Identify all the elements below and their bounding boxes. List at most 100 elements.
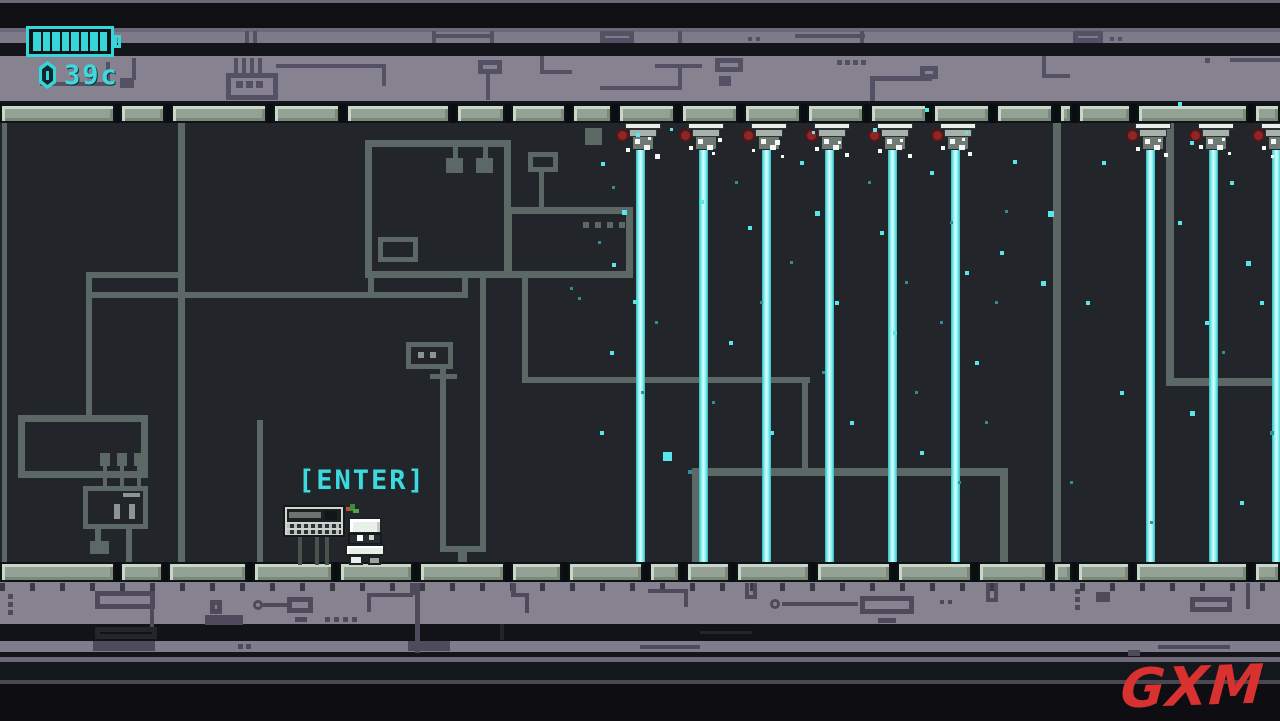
platform-tile xyxy=(1053,562,1072,582)
battery-segment xyxy=(90,32,98,51)
platform-tile xyxy=(1137,104,1248,123)
player-torso xyxy=(345,544,385,556)
particle xyxy=(908,154,912,158)
particle xyxy=(965,271,969,275)
platform-tile xyxy=(168,562,247,582)
emitter-mount xyxy=(751,123,787,129)
circuit-trace xyxy=(88,272,181,278)
particle xyxy=(800,161,804,165)
particle xyxy=(1199,145,1203,149)
circuit-trace xyxy=(440,368,446,552)
particle xyxy=(893,331,897,335)
wall-decor-shape xyxy=(753,583,757,597)
particle xyxy=(822,371,825,374)
particle xyxy=(1164,153,1168,157)
circuit-trace xyxy=(1166,123,1174,385)
particle xyxy=(930,171,934,175)
wall-decor-shape xyxy=(367,593,413,597)
floor-platforms xyxy=(0,562,1280,582)
battery-segment xyxy=(71,32,79,51)
battery-segment xyxy=(33,32,41,51)
particle xyxy=(1190,411,1195,416)
circuit-trace xyxy=(1053,123,1061,563)
player-eye xyxy=(369,535,374,540)
emitter-mount xyxy=(688,123,724,129)
laser-emitter xyxy=(805,123,853,153)
wall-decor-shape xyxy=(719,76,731,86)
wall-decor-shape xyxy=(511,593,529,597)
wall-decor-shape xyxy=(382,64,386,86)
emitter-warning-light-icon xyxy=(616,129,629,142)
platform-tile xyxy=(511,562,562,582)
emitter-warning-light-icon xyxy=(742,129,755,142)
wall-decor-shape xyxy=(1118,37,1122,41)
particle xyxy=(1205,321,1209,325)
circuit-trace xyxy=(458,552,467,564)
circuit-trace xyxy=(476,158,493,173)
laser-beam xyxy=(825,150,834,562)
terminal-leg xyxy=(325,537,329,565)
emitter-bracket xyxy=(755,129,783,137)
battery-segment xyxy=(80,32,88,51)
particle xyxy=(920,451,924,455)
emitter-spark xyxy=(1208,139,1213,144)
particle xyxy=(1158,139,1161,142)
wall-decor-shape xyxy=(478,60,502,74)
laser-beam xyxy=(636,150,645,562)
circuit-trace xyxy=(692,468,700,565)
emitter-spark xyxy=(824,139,829,144)
wall-decor-shape xyxy=(486,74,490,100)
circuit-trace xyxy=(134,453,144,466)
floor-wall-line xyxy=(0,657,1280,662)
wall-decor-shape xyxy=(870,76,932,81)
emitter-warning-light-icon xyxy=(931,129,944,142)
wall-decor-shape xyxy=(253,600,263,610)
emitter-bracket xyxy=(1265,129,1280,137)
terminal-leg xyxy=(298,537,302,565)
wall-decor-shape xyxy=(1042,56,1046,78)
emitter-spark xyxy=(635,139,640,144)
circuit-trace xyxy=(1166,378,1280,386)
platform-tile xyxy=(744,104,801,123)
player-character[interactable] xyxy=(344,504,386,565)
particle xyxy=(1270,431,1274,435)
wall-decor-shape xyxy=(1075,597,1080,602)
wall-decor-shape xyxy=(238,644,243,649)
particle xyxy=(1070,481,1073,484)
particle xyxy=(1178,102,1182,106)
circuit-panel xyxy=(528,152,558,172)
emitter-bracket xyxy=(692,129,720,137)
particle xyxy=(962,138,965,141)
emitter-warning-light-icon xyxy=(1126,129,1139,142)
terminal-leg xyxy=(315,537,319,565)
emitter-bracket xyxy=(881,129,909,137)
wall-decor-shape xyxy=(640,645,700,649)
particle xyxy=(600,431,604,435)
particle xyxy=(1136,147,1140,151)
ceiling-wall-dark3 xyxy=(0,101,1280,104)
particle xyxy=(655,321,658,324)
circuit-mark xyxy=(430,352,436,358)
platform-tile xyxy=(456,104,505,123)
emitter-mount xyxy=(940,123,976,129)
particle xyxy=(663,452,672,461)
floor-wall-line2 xyxy=(0,680,1280,684)
circuit-trace xyxy=(522,377,810,383)
wall-decor-shape xyxy=(795,34,865,38)
emitter-bracket xyxy=(629,129,657,137)
wall-decor-shape xyxy=(1230,58,1280,62)
wall-decor-shape xyxy=(276,64,386,68)
save-terminal[interactable] xyxy=(283,503,346,565)
emitter-mount xyxy=(1198,123,1234,129)
particle xyxy=(868,181,871,184)
health-battery-terminal xyxy=(114,35,121,48)
circuit-trace xyxy=(88,292,468,298)
laser-beam xyxy=(1272,150,1280,562)
particle xyxy=(900,139,903,142)
particle xyxy=(975,361,979,365)
wall-decor-shape xyxy=(8,610,13,615)
particle xyxy=(636,133,640,137)
emitter-spark xyxy=(833,145,839,150)
wall-decor-shape xyxy=(853,60,858,65)
